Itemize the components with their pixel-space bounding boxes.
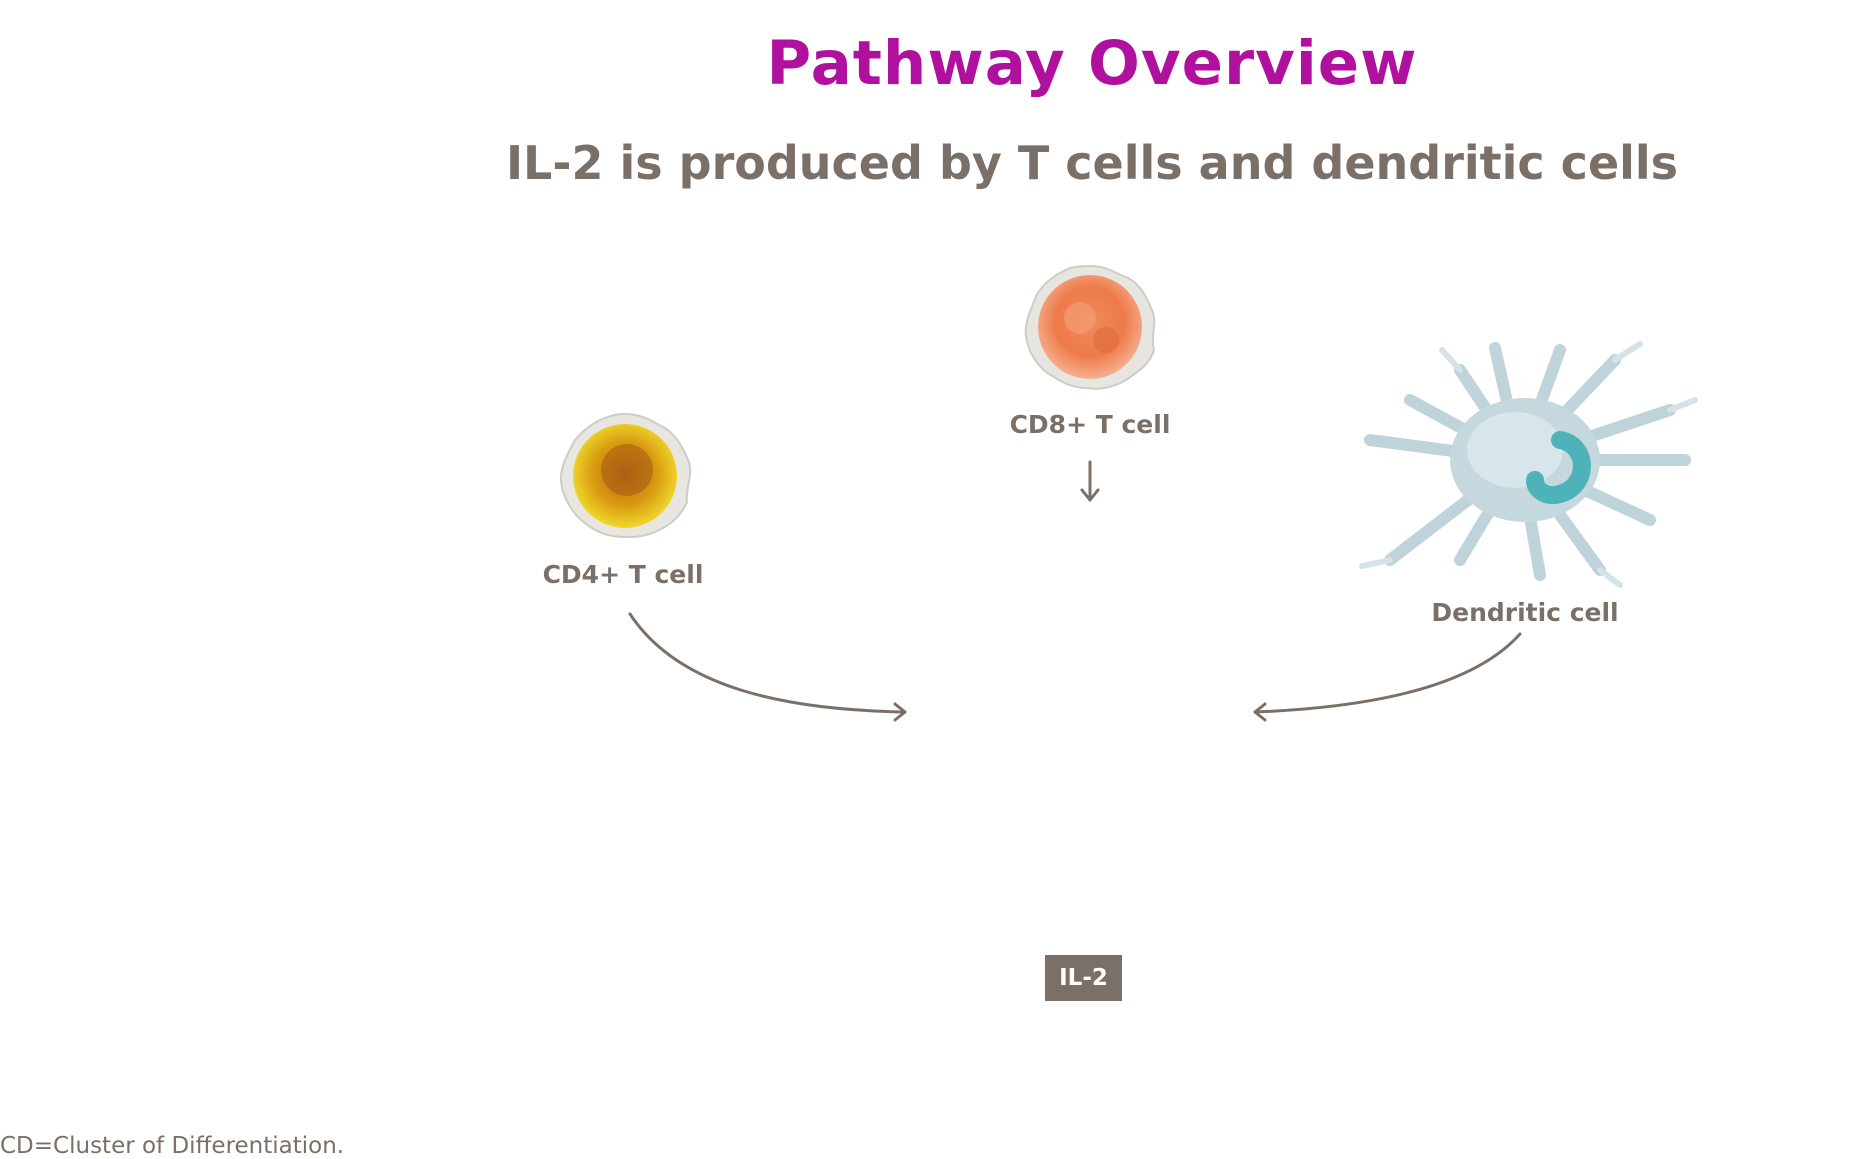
cd4-t-cell-icon — [559, 412, 692, 539]
footnote: CD=Cluster of Differentiation. — [0, 1133, 345, 1159]
cd4-arrow — [628, 612, 907, 714]
dendritic-cell-label: Dendritic cell — [1431, 598, 1619, 627]
dendritic-cell-icon — [1359, 341, 1698, 588]
page-title: Pathway Overview — [766, 28, 1418, 99]
dendritic-arrow-head — [1253, 702, 1267, 722]
cd4-arrow-head — [893, 702, 907, 722]
il2-badge: IL-2 — [1045, 955, 1122, 1001]
dendritic-arrow — [1253, 632, 1522, 714]
cd8-t-cell-icon — [1024, 264, 1156, 390]
cd4-t-cell-label: CD4+ T cell — [542, 560, 704, 589]
cd8-t-cell-label: CD8+ T cell — [1009, 410, 1171, 439]
arrow-icon — [628, 460, 1522, 722]
page-subtitle: IL-2 is produced by T cells and dendriti… — [505, 136, 1679, 190]
cd8-arrow-head — [1080, 488, 1100, 502]
